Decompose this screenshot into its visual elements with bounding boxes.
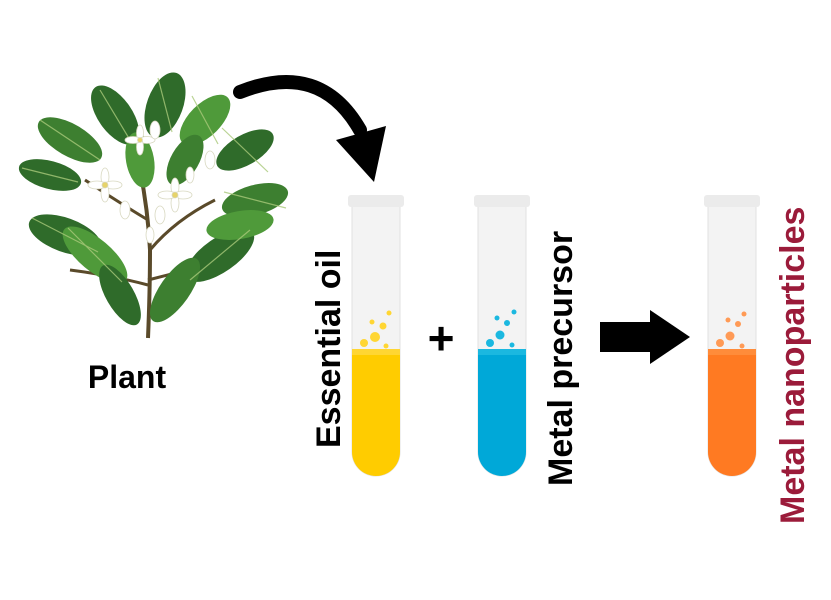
metal-precursor-label: Metal precursor — [542, 231, 580, 486]
essential-oil-label: Essential oil — [310, 250, 348, 448]
plant-illustration — [18, 72, 289, 339]
metal-precursor-test-tube — [474, 195, 530, 477]
right-arrow-icon — [600, 310, 690, 364]
plus-sign: + — [428, 312, 455, 364]
curved-arrow-icon — [233, 74, 386, 182]
metal-nanoparticles-test-tube — [704, 195, 760, 477]
plant-label: Plant — [88, 359, 167, 395]
metal-nanoparticles-label: Metal nanoparticles — [774, 207, 812, 524]
essential-oil-test-tube — [348, 195, 404, 477]
